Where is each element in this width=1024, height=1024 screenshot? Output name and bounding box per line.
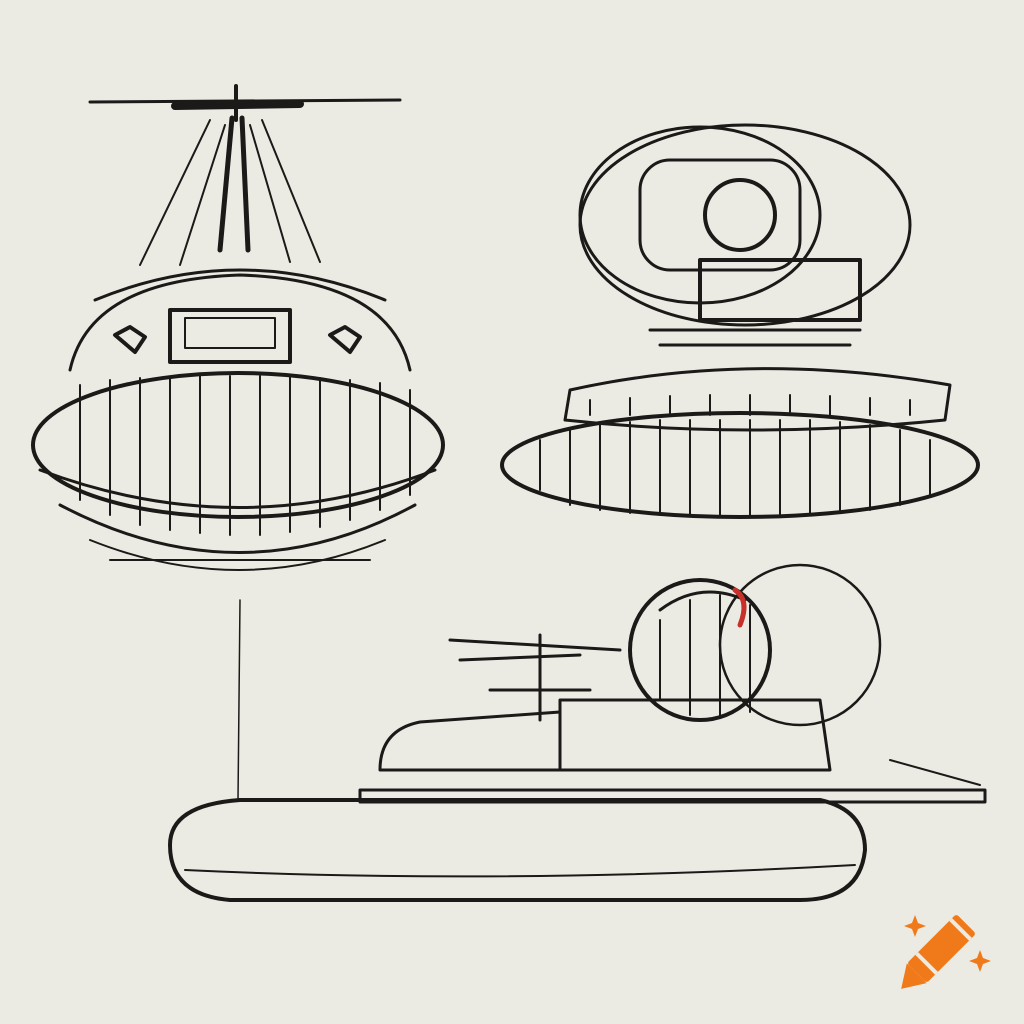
- long-hovercraft: [168, 563, 987, 902]
- dome-hovercraft: [500, 123, 980, 519]
- crayon-icon: [901, 915, 991, 989]
- hanging-pod-craft: [31, 84, 445, 801]
- red-accent-mark: [732, 587, 747, 628]
